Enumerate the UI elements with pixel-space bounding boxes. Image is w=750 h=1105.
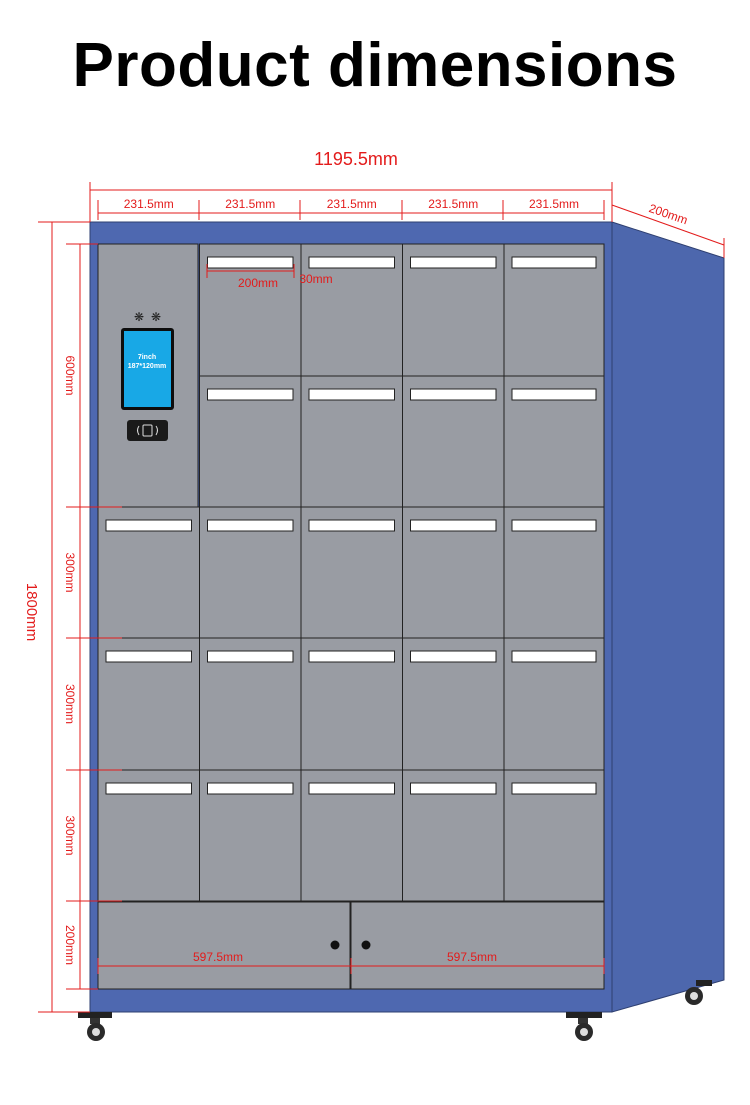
label-slot <box>105 650 192 663</box>
label-slot <box>410 256 497 269</box>
total-width-label: 1195.5mm <box>314 149 398 169</box>
bottom-door-right[interactable] <box>350 901 605 990</box>
column-width-label: 231.5mm <box>124 197 174 211</box>
label-slot-width-label: 200mm <box>238 276 278 290</box>
bottom-door-right-width-label: 597.5mm <box>447 950 497 964</box>
row-dimension-ticks <box>66 243 122 990</box>
total-height-label: 1800mm <box>23 583 40 641</box>
label-slot <box>511 519 597 532</box>
row-height-label: 200mm <box>63 925 77 965</box>
label-slot <box>511 388 597 401</box>
cabinet-side-panel <box>611 221 725 1013</box>
label-slot <box>410 519 497 532</box>
page-title: Product dimensions <box>72 31 678 100</box>
label-slot <box>511 256 597 269</box>
label-slot <box>308 256 395 269</box>
column-dimension-labels: 231.5mm 231.5mm 231.5mm 231.5mm 231.5mm <box>124 197 579 211</box>
label-slot <box>207 519 294 532</box>
label-slot <box>410 650 497 663</box>
label-slot <box>308 519 395 532</box>
row-height-label: 300mm <box>63 552 77 592</box>
row-height-label: 600mm <box>63 355 77 395</box>
door-handle-icon[interactable] <box>361 940 371 950</box>
screen-resolution-label: 187*120mm <box>128 363 167 370</box>
label-slot <box>511 650 597 663</box>
svg-text:❋: ❋ <box>134 310 144 324</box>
door-handle-icon[interactable] <box>330 940 340 950</box>
bottom-door-left[interactable] <box>97 901 351 990</box>
label-slot <box>410 782 497 795</box>
column-width-label: 231.5mm <box>428 197 478 211</box>
label-slot <box>308 388 395 401</box>
bottom-door-left-width-label: 597.5mm <box>193 950 243 964</box>
label-slot <box>207 388 294 401</box>
depth-label: 200mm <box>647 201 689 227</box>
label-slot <box>308 782 395 795</box>
label-slot <box>105 519 192 532</box>
touch-screen[interactable] <box>124 331 171 407</box>
label-slot <box>511 782 597 795</box>
caster-wheel-icon <box>685 980 712 1005</box>
camera-icon: ❋ ❋ <box>134 310 161 324</box>
locker-doors <box>97 243 605 902</box>
row-dimension-labels: 600mm 300mm 300mm 300mm 200mm <box>63 355 77 965</box>
label-slot <box>105 782 192 795</box>
label-slot <box>207 256 294 269</box>
row-height-label: 300mm <box>63 815 77 855</box>
svg-text:❋: ❋ <box>151 310 161 324</box>
label-slot <box>308 650 395 663</box>
column-width-label: 231.5mm <box>225 197 275 211</box>
column-width-label: 231.5mm <box>327 197 377 211</box>
column-dimension-ticks <box>97 200 605 220</box>
column-width-label: 231.5mm <box>529 197 579 211</box>
label-slot-gap-label: 30mm <box>299 272 332 286</box>
caster-wheel-icon <box>78 1012 112 1041</box>
row-height-label: 300mm <box>63 684 77 724</box>
caster-wheel-icon <box>566 1012 602 1041</box>
screen-size-label: 7inch <box>138 354 156 361</box>
label-slot <box>207 650 294 663</box>
nfc-card-reader-icon[interactable] <box>127 420 168 441</box>
label-slot <box>207 782 294 795</box>
label-slot <box>410 388 497 401</box>
